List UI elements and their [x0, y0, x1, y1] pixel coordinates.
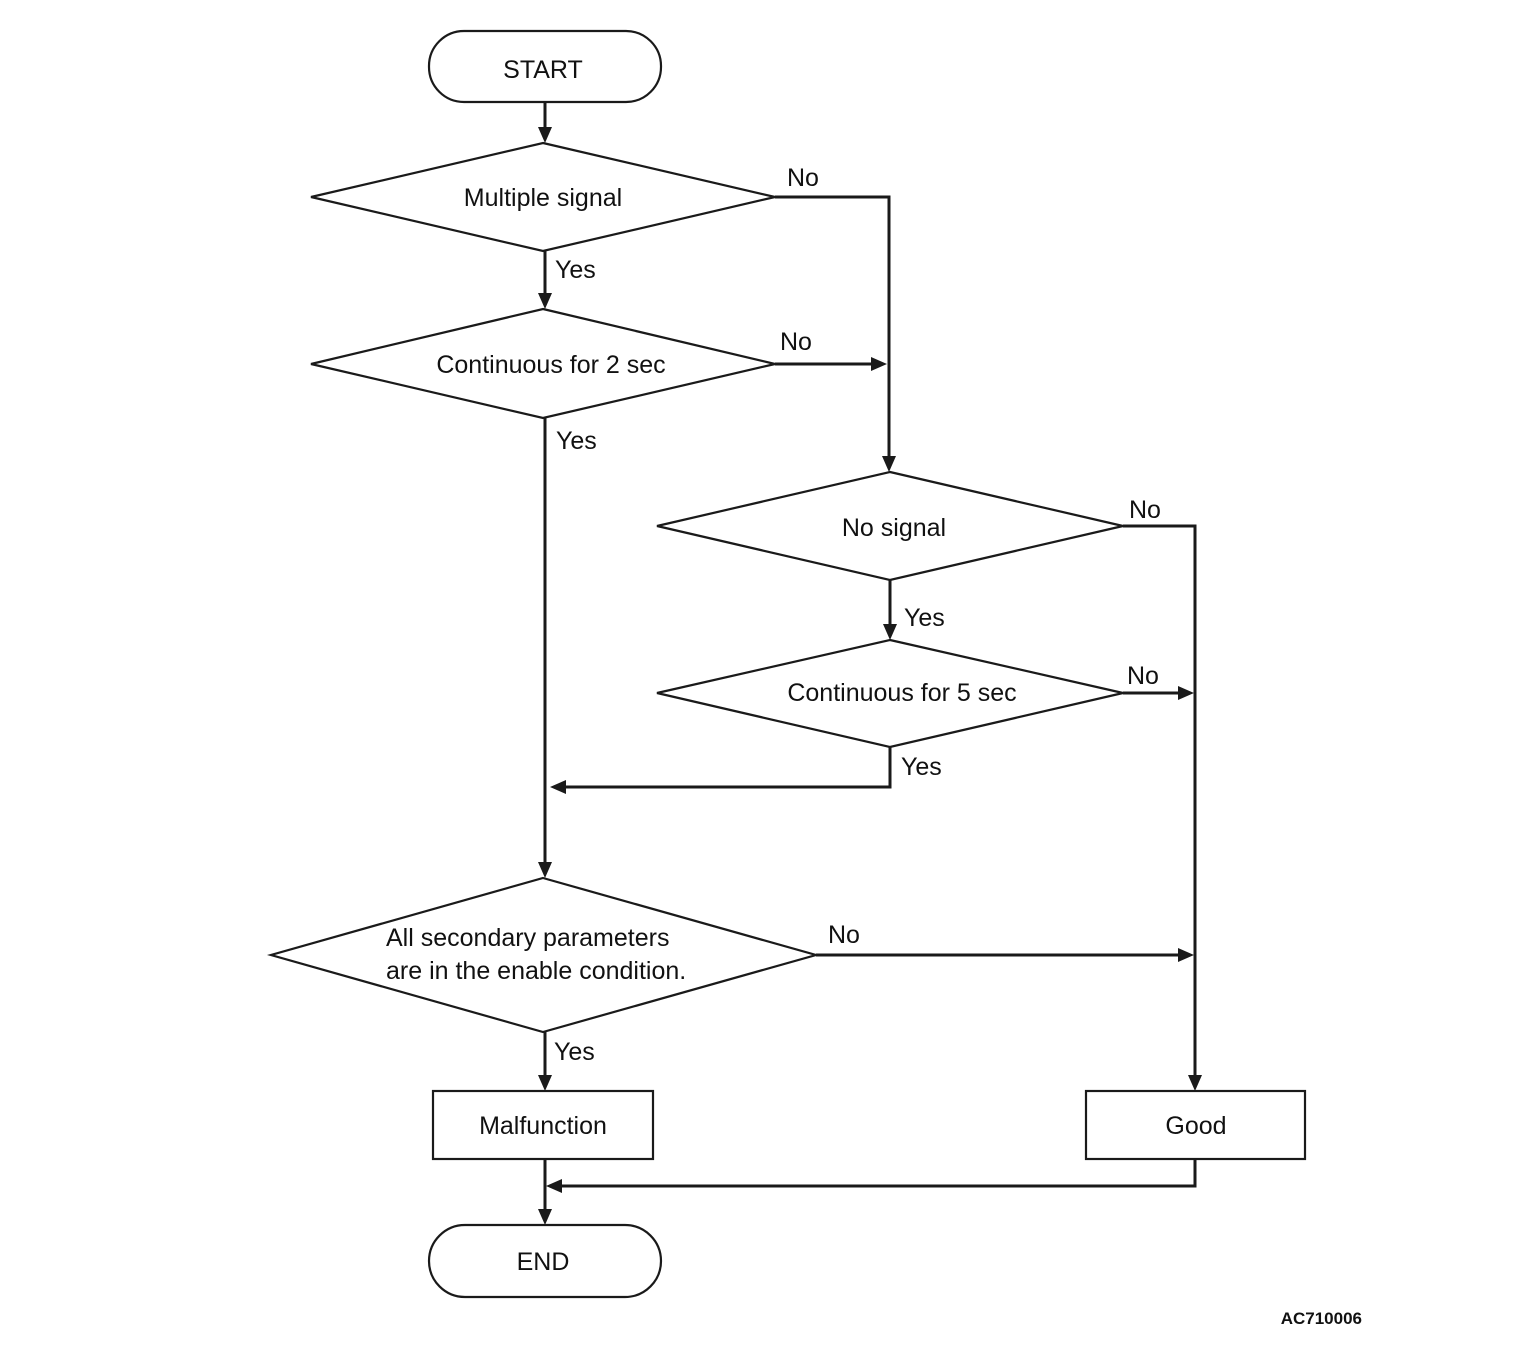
arrowhead	[546, 1179, 562, 1193]
arrowhead	[550, 780, 566, 794]
arrowhead	[871, 357, 887, 371]
connector-continuous5-yes	[566, 747, 892, 789]
arrowhead	[883, 624, 897, 640]
arrowhead	[1178, 948, 1194, 962]
arrowhead	[538, 862, 552, 878]
continuous-2-sec-yes-label: Yes	[556, 427, 597, 455]
malfunction-box	[431, 1089, 655, 1161]
malfunction-label: Malfunction	[479, 1112, 607, 1140]
secondary-parameters-label-line2: are in the enable condition.	[386, 957, 686, 985]
arrowhead	[882, 456, 896, 472]
continuous-5-sec-label: Continuous for 5 sec	[787, 679, 1016, 707]
connector-nosignal-no	[1123, 524, 1197, 1076]
multiple-signal-label: Multiple signal	[464, 184, 622, 212]
arrowhead	[1188, 1075, 1202, 1091]
arrowhead	[538, 293, 552, 309]
multiple-signal-no-label: No	[787, 164, 819, 192]
start-label: START	[503, 56, 583, 84]
arrowhead	[538, 1075, 552, 1091]
secondary-parameters-label-line1: All secondary parameters	[386, 924, 669, 952]
no-signal-label: No signal	[842, 514, 946, 542]
arrowhead	[1178, 686, 1194, 700]
secondary-parameters-yes-label: Yes	[554, 1038, 595, 1066]
good-box	[1084, 1089, 1307, 1161]
continuous-2-sec-decision	[310, 307, 776, 420]
continuous-5-sec-yes-label: Yes	[901, 753, 942, 781]
secondary-parameters-no-label: No	[828, 921, 860, 949]
no-signal-no-label: No	[1129, 496, 1161, 524]
connector-good-to-end	[562, 1159, 1197, 1188]
no-signal-yes-label: Yes	[904, 604, 945, 632]
multiple-signal-decision	[310, 141, 776, 253]
figure-id: AC710006	[1281, 1309, 1362, 1328]
connector-multiple-no	[775, 195, 891, 458]
good-label: Good	[1165, 1112, 1226, 1140]
multiple-signal-yes-label: Yes	[555, 256, 596, 284]
arrowhead	[538, 127, 552, 143]
continuous-2-sec-no-label: No	[780, 328, 812, 356]
continuous-5-sec-no-label: No	[1127, 662, 1159, 690]
continuous-2-sec-label: Continuous for 2 sec	[436, 351, 665, 379]
arrowhead	[538, 1209, 552, 1225]
secondary-parameters-decision	[266, 876, 821, 1034]
end-label: END	[517, 1248, 570, 1276]
